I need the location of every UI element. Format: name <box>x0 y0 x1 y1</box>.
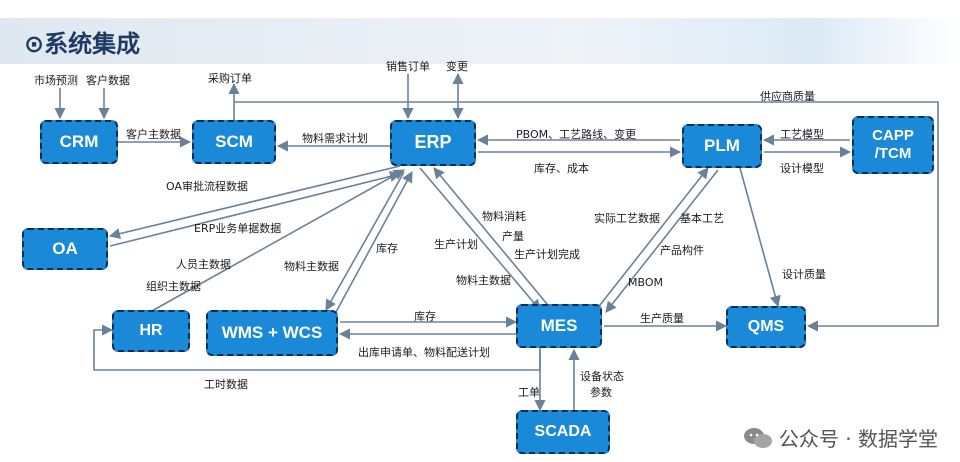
scm-node: SCM <box>192 120 276 164</box>
edge-plm-mes <box>605 169 719 313</box>
label-org-master: 组织主数据 <box>146 280 201 293</box>
label-inventory-cost: 库存、成本 <box>534 162 589 175</box>
label-outbound-delivery-plan: 出库申请单、物料配送计划 <box>358 346 490 359</box>
label-work-order: 工单 <box>518 386 540 399</box>
label-material-consumption: 物料消耗 <box>482 210 526 223</box>
label-product-component: 产品构件 <box>660 244 704 257</box>
qms-node: QMS <box>726 306 806 348</box>
watermark-text: 公众号 · 数据学堂 <box>778 427 938 451</box>
label-erp-business-docs: ERP业务单据数据 <box>194 222 282 235</box>
label-material-master-mes: 物料主数据 <box>456 274 511 287</box>
label-params: 参数 <box>590 386 612 399</box>
wms-wcs-node: WMS + WCS <box>206 310 338 356</box>
hr-node: HR <box>112 310 190 352</box>
plm-node: PLM <box>682 124 762 168</box>
label-pbom-routing-change: PBOM、工艺路线、变更 <box>516 128 637 141</box>
label-sales-order: 销售订单 <box>386 60 430 73</box>
label-production-plan: 生产计划 <box>434 238 478 251</box>
title-banner <box>0 18 960 64</box>
label-production-quality: 生产质量 <box>640 312 684 325</box>
scada-node: SCADA <box>516 410 610 454</box>
mes-node: MES <box>516 304 602 348</box>
oa-node: OA <box>22 228 108 270</box>
edge-mes-erp <box>433 167 553 311</box>
label-customer-data: 客户数据 <box>86 74 130 87</box>
edge-erp-mes <box>419 167 541 311</box>
crm-node: CRM <box>40 120 118 164</box>
label-process-model: 工艺模型 <box>780 128 824 141</box>
edge-oa-erp <box>109 170 402 247</box>
label-design-model: 设计模型 <box>780 162 824 175</box>
label-work-hours: 工时数据 <box>204 378 248 391</box>
edge-mes-plm <box>595 167 709 311</box>
capp-tcm-node: CAPP /TCM <box>852 116 934 174</box>
label-plan-completion: 生产计划完成 <box>514 248 580 261</box>
edge-supplier-quality <box>234 101 939 332</box>
label-design-quality: 设计质量 <box>782 268 826 281</box>
wechat-icon <box>743 427 772 448</box>
label-inventory-wms-mes: 库存 <box>414 310 436 323</box>
label-mbom: MBOM <box>628 276 663 289</box>
label-output: 产量 <box>502 230 524 243</box>
label-personnel-master: 人员主数据 <box>176 258 231 271</box>
edge-erp-wms <box>325 171 405 311</box>
erp-node: ERP <box>390 120 476 166</box>
edge-erp-oa <box>108 165 401 240</box>
label-actual-process-data: 实际工艺数据 <box>594 212 660 225</box>
label-material-master-wms: 物料主数据 <box>284 260 339 273</box>
label-customer-master: 客户主数据 <box>126 128 181 141</box>
watermark: 公众号 · 数据学堂 <box>743 423 938 452</box>
page-title: ⊙系统集成 <box>24 30 141 58</box>
edge-wms-erp <box>335 171 413 313</box>
label-oa-approval: OA审批流程数据 <box>166 180 248 193</box>
label-inventory-wms-erp: 库存 <box>376 242 398 255</box>
label-supplier-quality: 供应商质量 <box>760 90 815 103</box>
label-purchase-order: 采购订单 <box>208 72 252 85</box>
edge-hr-erp <box>149 169 405 313</box>
label-equipment-status: 设备状态 <box>580 370 624 383</box>
edge-plm-qms <box>739 167 781 308</box>
label-material-req-plan: 物料需求计划 <box>302 132 368 145</box>
label-basic-process: 基本工艺 <box>680 212 724 225</box>
label-change: 变更 <box>446 60 468 73</box>
label-market-forecast: 市场预测 <box>34 74 78 87</box>
